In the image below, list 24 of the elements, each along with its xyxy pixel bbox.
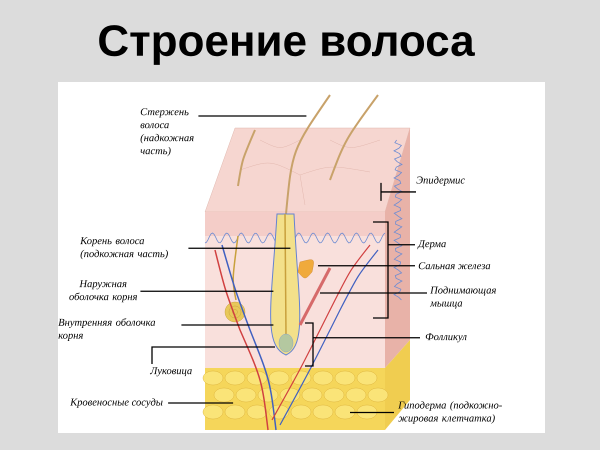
part-label: Сальная железа bbox=[418, 262, 490, 270]
leader-line bbox=[318, 265, 415, 266]
part-label: Фолликул bbox=[426, 333, 467, 342]
part-label: Кровеносные сосуды bbox=[70, 398, 163, 408]
leader-line bbox=[198, 115, 306, 117]
leader-line bbox=[140, 290, 274, 292]
title: Строение волоса bbox=[99, 25, 475, 65]
part-label: Луковица bbox=[150, 367, 192, 376]
part-label: Поднимающая мышца bbox=[430, 286, 496, 309]
part-label: Дерма bbox=[417, 240, 446, 250]
leader-line bbox=[320, 292, 427, 294]
part-label: Корень волоса (подкожная часть) bbox=[80, 237, 168, 260]
leader-line bbox=[372, 221, 416, 319]
leader-line bbox=[188, 248, 290, 249]
leader-line bbox=[380, 182, 417, 202]
leader-line bbox=[304, 322, 421, 367]
part-label: Стержень волоса (надкожная часть) bbox=[140, 108, 194, 156]
leader-line bbox=[350, 412, 394, 414]
part-label: Эпидермис bbox=[416, 176, 465, 186]
part-label: Внутренняя оболочка корня bbox=[58, 318, 156, 341]
leader-line bbox=[151, 346, 275, 364]
leader-line bbox=[181, 324, 274, 326]
part-label: Наружная оболочка корня bbox=[69, 280, 137, 302]
leader-line bbox=[168, 402, 234, 404]
